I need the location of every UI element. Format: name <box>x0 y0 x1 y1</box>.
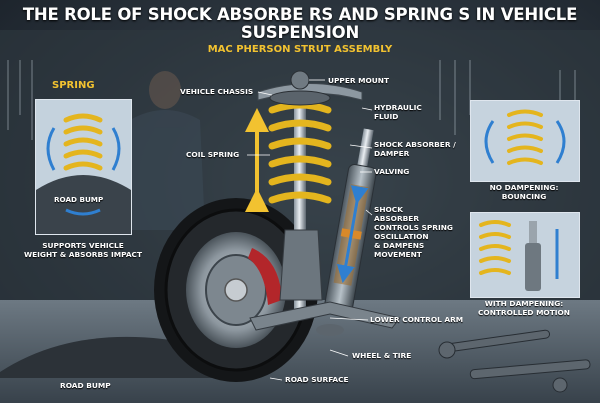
ball-joint <box>316 324 344 336</box>
brake-caliper <box>248 248 282 305</box>
no-dampening-line-1: NO DAMPENING: <box>489 183 559 192</box>
spring-caption-line-2: WEIGHT & ABSORBS IMPACT <box>23 250 143 259</box>
label-lower-control-arm: LOWER CONTROL ARM <box>370 315 464 324</box>
panel-spring-coils <box>63 113 103 171</box>
label-shock-damper-1: SHOCK ABSORBER / <box>374 140 456 149</box>
upper-mount-nut <box>290 70 310 90</box>
label-shock-desc-5: & DAMPENS <box>374 241 425 250</box>
steering-knuckle <box>279 229 323 301</box>
label-road-surface: ROAD SURFACE <box>285 375 349 384</box>
lower-control-arm-shape <box>249 301 401 331</box>
panel-bump-shape <box>36 175 131 234</box>
label-coil-spring: COIL SPRING <box>186 150 240 159</box>
label-road-bump-bottom: ROAD BUMP <box>60 381 111 390</box>
label-shock-desc-2: ABSORBER <box>374 214 420 223</box>
with-dampening-line-1: WITH DAMPENING: <box>484 299 564 308</box>
upper-mount-shape <box>269 90 331 106</box>
panel-right-arrow <box>111 127 121 171</box>
with-dampening-panel <box>470 212 580 298</box>
spring-panel: ROAD BUMP <box>35 99 132 235</box>
label-shock-damper-2: DAMPER <box>374 149 410 158</box>
with-dampening-art <box>471 213 579 297</box>
spring-caption-line-1: SUPPORTS VEHICLE <box>42 241 124 250</box>
no-dampening-line-2: BOUNCING <box>501 192 547 201</box>
panel-road-bump-label: ROAD BUMP <box>54 195 104 204</box>
mechanic-figure <box>125 71 205 230</box>
page-title: THE ROLE OF SHOCK ABSORBE RS AND SPRING … <box>22 5 578 43</box>
diagram-subtitle: MAC PHERSON STRUT ASSEMBLY <box>207 44 393 55</box>
label-shock-desc-6: MOVEMENT <box>374 250 422 259</box>
label-vehicle-chassis: VEHICLE CHASSIS <box>180 87 254 96</box>
label-shock-desc-1: SHOCK <box>374 205 403 214</box>
no-dampening-art <box>471 101 579 181</box>
label-valving: VALVING <box>374 167 410 176</box>
spring-heading: SPRING <box>52 80 95 91</box>
label-shock-desc-3: CONTROLS SPRING <box>374 223 453 232</box>
spring-panel-art <box>36 100 131 234</box>
label-upper-mount: UPPER MOUNT <box>328 76 390 85</box>
label-hydraulic-2: FLUID <box>374 112 399 121</box>
with-dampening-line-2: CONTROLLED MOTION <box>478 308 570 317</box>
panel-bump-arrow <box>65 208 101 216</box>
label-hydraulic-1: HYDRAULIC <box>374 103 422 112</box>
no-dampening-panel <box>470 100 580 182</box>
label-shock-desc-4: OSCILLATION <box>374 232 429 241</box>
leader-lines <box>247 79 373 381</box>
wrench-tools <box>438 329 591 393</box>
label-wheel-tire: WHEEL & TIRE <box>352 351 412 360</box>
panel-left-arrow <box>46 127 56 171</box>
